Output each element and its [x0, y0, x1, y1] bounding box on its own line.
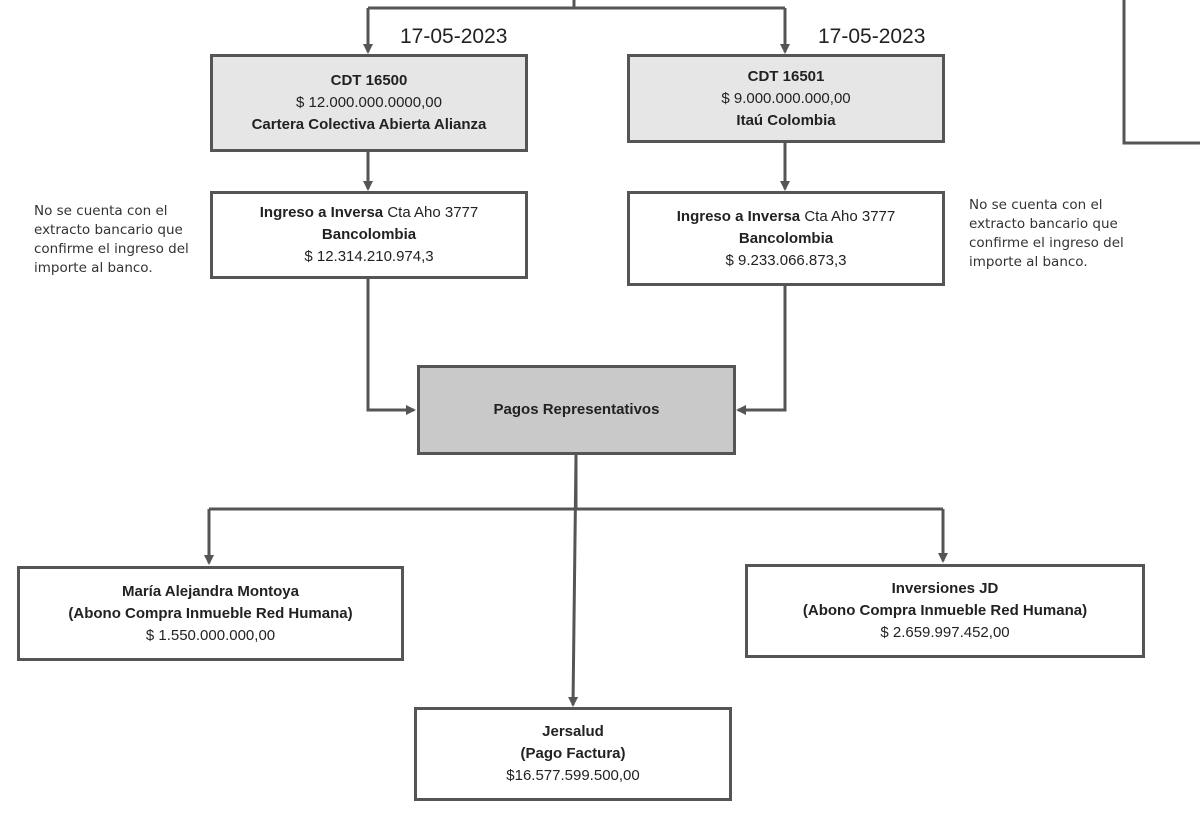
note-right: No se cuenta con el extracto bancario qu…	[969, 197, 1124, 270]
ingreso-amount: $ 9.233.066.873,3	[725, 251, 847, 269]
beneficiary-amount: $16.577.599.500,00	[506, 767, 640, 784]
jersalud-box: Jersalud (Pago Factura) $16.577.599.500,…	[414, 707, 732, 801]
beneficiary-amount: $ 2.659.997.452,00	[880, 624, 1010, 641]
cdt-16500-box: CDT 16500 $ 12.000.000.0000,00 Cartera C…	[210, 54, 528, 152]
cdt-entity: Cartera Colectiva Abierta Alianza	[251, 116, 487, 133]
ingreso-bank: Bancolombia	[321, 226, 417, 243]
ingreso-amount: $ 12.314.210.974,3	[304, 248, 434, 265]
ingreso-left-box: Ingreso a Inversa Cta Aho 3777 Bancolomb…	[210, 191, 528, 279]
ingreso-right-box: Ingreso a Inversa Cta Aho 3777 Bancolomb…	[627, 191, 945, 286]
beneficiary-concept: (Abono Compra Inmueble Red Humana)	[802, 602, 1088, 619]
beneficiary-name: Jersalud	[542, 723, 604, 740]
beneficiary-amount: $ 1.550.000.000,00	[145, 626, 276, 644]
inversiones-jd-box: Inversiones JD (Abono Compra Inmueble Re…	[745, 564, 1145, 658]
pagos-representativos-box: Pagos Representativos	[417, 365, 736, 455]
beneficiary-concept: (Abono Compra Inmueble Red Humana)	[68, 604, 353, 622]
cdt-16501-box: CDT 16501 $ 9.000.000.000,00 Itaú Colomb…	[627, 54, 945, 143]
cdt-entity: Itaú Colombia	[736, 111, 836, 129]
date-left: 17-05-2023	[400, 25, 508, 48]
pagos-label: Pagos Representativos	[493, 401, 660, 418]
ingreso-bank: Bancolombia	[738, 229, 834, 247]
maria-alejandra-box: María Alejandra Montoya (Abono Compra In…	[17, 566, 404, 661]
beneficiary-concept: (Pago Factura)	[520, 745, 626, 762]
date-right: 17-05-2023	[818, 25, 926, 48]
note-left: No se cuenta con el extracto bancario qu…	[34, 203, 189, 276]
ingreso-label-bold: Ingreso a Inversa	[676, 207, 801, 225]
partial-box-outline	[1122, 0, 1200, 145]
connector-to-jersalud	[568, 454, 579, 707]
cdt-amount: $ 12.000.000.0000,00	[296, 94, 442, 111]
ingreso-label-bold: Ingreso a Inversa	[259, 204, 384, 221]
ingreso-label-account: Cta Aho 3777	[800, 207, 896, 225]
cdt-title: CDT 16500	[330, 72, 408, 89]
beneficiary-name: María Alejandra Montoya	[122, 582, 299, 600]
ingreso-label-account: Cta Aho 3777	[383, 204, 479, 221]
connector-ingreso-left-pagos	[366, 279, 416, 415]
beneficiary-name: Inversiones JD	[891, 580, 999, 597]
connector-ingreso-right-pagos	[736, 286, 787, 415]
cdt-amount: $ 9.000.000.000,00	[721, 89, 851, 107]
ingreso-label: Ingreso a Inversa Cta Aho 3777	[260, 202, 478, 224]
cdt-title: CDT 16501	[747, 67, 825, 85]
ingreso-label: Ingreso a Inversa Cta Aho 3777	[677, 206, 895, 228]
